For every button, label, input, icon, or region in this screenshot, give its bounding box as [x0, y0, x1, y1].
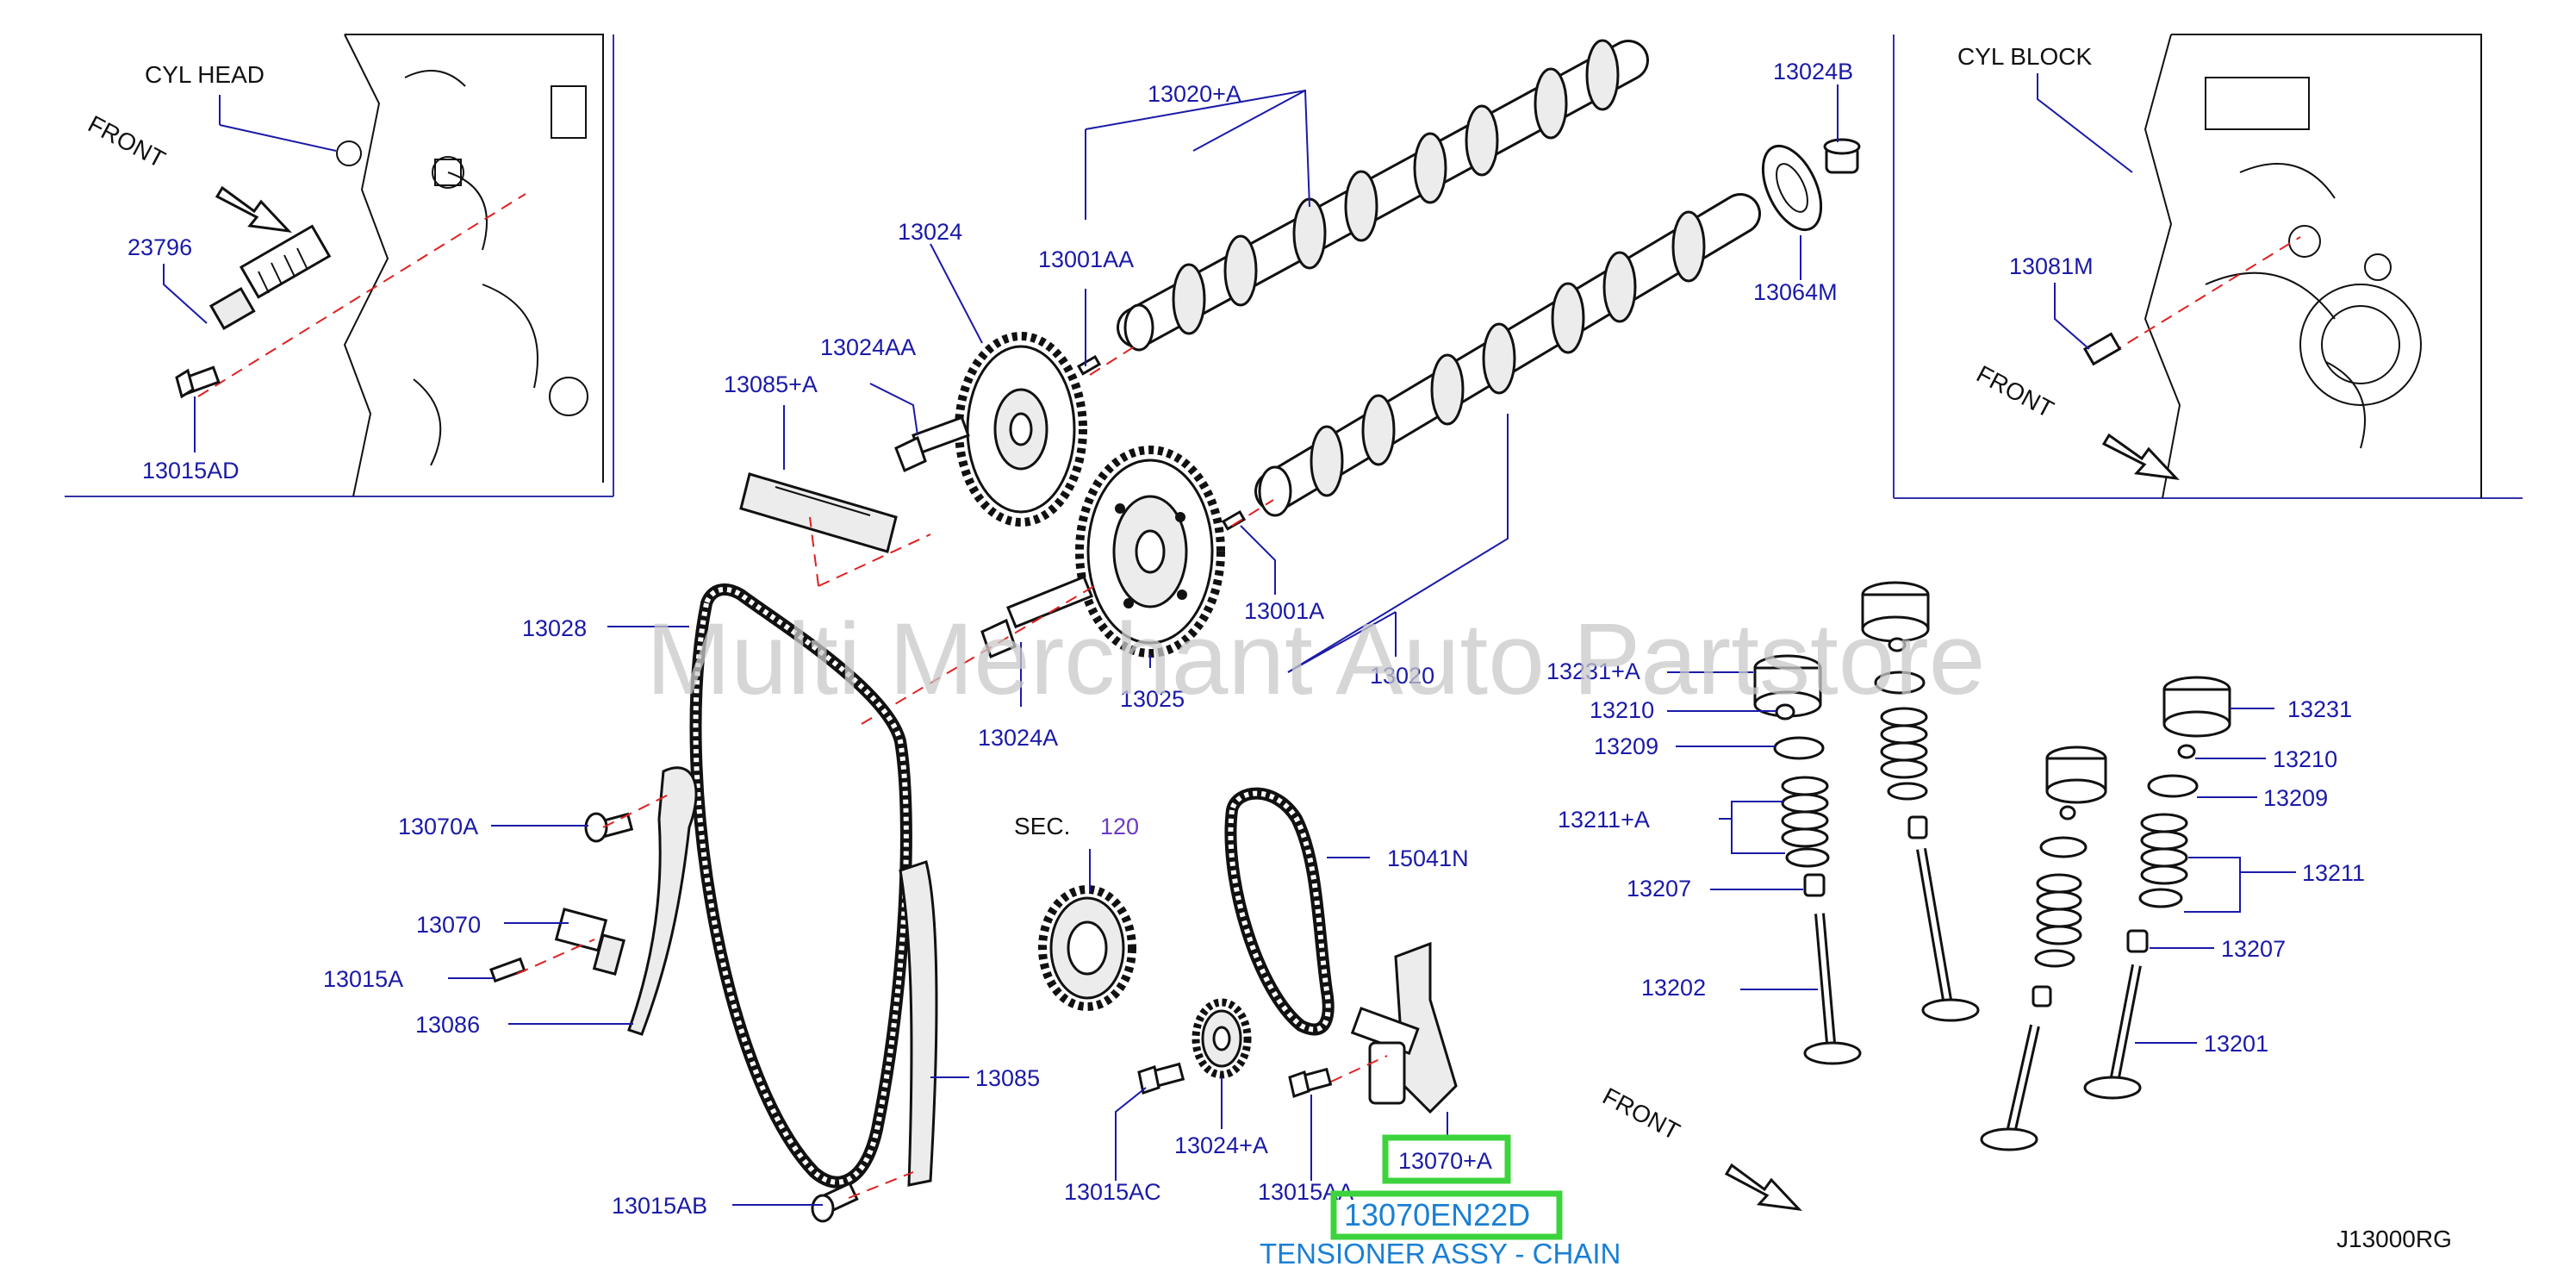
label-13070A[interactable]: 13070A — [398, 814, 478, 839]
highlight-label-13070pA[interactable]: 13070+A — [1398, 1148, 1492, 1174]
leader-lines — [448, 84, 2296, 1206]
plate-13064M[interactable] — [1752, 137, 1833, 239]
slack-guide-13086[interactable] — [627, 766, 698, 1036]
label-13070[interactable]: 13070 — [416, 912, 481, 938]
label-front-tr: FRONT — [1972, 360, 2058, 423]
label-13085[interactable]: 13085 — [975, 1065, 1040, 1091]
label-front-tl: FRONT — [84, 110, 170, 173]
inset-cyl-block: CYL BLOCK 13081M FRONT — [1893, 34, 2523, 499]
label-front-bottom: FRONT — [1598, 1082, 1684, 1145]
label-cyl-block: CYL BLOCK — [1957, 43, 2092, 70]
valve-train-right-inner[interactable] — [1980, 746, 2107, 1151]
bolt-13015AB[interactable] — [811, 1182, 859, 1223]
bolt-13015A[interactable] — [489, 957, 526, 983]
label-13085A[interactable]: 13085+A — [724, 371, 818, 397]
label-23796: 23796 — [128, 234, 192, 260]
label-13015A[interactable]: 13015A — [323, 966, 403, 992]
label-cyl-head: CYL HEAD — [145, 61, 264, 88]
bolt-13024AA[interactable] — [894, 415, 970, 473]
cam-sensor-23796[interactable] — [208, 224, 332, 331]
valve-train-center[interactable] — [1861, 581, 1980, 1022]
sprocket-13024A-lower[interactable] — [1192, 998, 1252, 1079]
tension-guide-13085[interactable] — [899, 860, 938, 1187]
part-labels: 13020+A 13024 13001AA 13024B 13064M 1302… — [323, 59, 2365, 1219]
highlight-description: TENSIONER ASSY - CHAIN — [1260, 1238, 1621, 1270]
label-13209-left[interactable]: 13209 — [1594, 733, 1658, 759]
label-13209-right[interactable]: 13209 — [2263, 785, 2328, 811]
label-13231[interactable]: 13231 — [2287, 696, 2352, 722]
guide-13085A[interactable] — [739, 472, 898, 553]
highlight-13070A[interactable]: 13070+A — [1382, 1134, 1511, 1184]
label-13015AB[interactable]: 13015AB — [612, 1193, 707, 1219]
valve-train-right[interactable] — [2083, 676, 2231, 1100]
front-arrow-icon — [215, 185, 292, 234]
vtc-sprocket-13025[interactable] — [1075, 446, 1225, 658]
chain-15041N[interactable] — [1224, 787, 1335, 1036]
camshaft-13020A[interactable] — [1117, 39, 1649, 352]
label-15041N[interactable]: 15041N — [1387, 845, 1469, 871]
front-arrow-icon — [2101, 433, 2180, 481]
highlight-part-number[interactable]: 13070EN22D — [1330, 1190, 1563, 1240]
label-sec-120[interactable]: 120 — [1100, 814, 1139, 839]
label-sec: SEC. — [1014, 813, 1070, 839]
bolt-13015AA[interactable] — [1288, 1067, 1333, 1098]
highlight-part-number-text[interactable]: 13070EN22D — [1344, 1197, 1530, 1232]
label-13024pA[interactable]: 13024+A — [1174, 1132, 1268, 1158]
label-13081M: 13081M — [2009, 253, 2094, 279]
watermark: Multi Merchant Auto Partstore — [646, 602, 1985, 716]
label-13201[interactable]: 13201 — [2204, 1031, 2268, 1057]
label-13064M[interactable]: 13064M — [1753, 279, 1838, 305]
dowel-13081M[interactable] — [2082, 332, 2122, 366]
label-13024B[interactable]: 13024B — [1773, 59, 1853, 84]
valve-train-left[interactable] — [1753, 654, 1862, 1065]
label-13015AD: 13015AD — [142, 458, 240, 484]
bolt-13015AC[interactable] — [1137, 1062, 1185, 1095]
bolt-13070A[interactable] — [584, 812, 634, 843]
label-13231A[interactable]: 13231+A — [1546, 658, 1640, 684]
label-13024AA[interactable]: 13024AA — [820, 334, 916, 360]
plug-13024B[interactable] — [1823, 138, 1861, 174]
label-13020[interactable]: 13020 — [1370, 663, 1434, 689]
label-13001AA[interactable]: 13001AA — [1038, 246, 1134, 272]
label-13211A[interactable]: 13211+A — [1558, 807, 1650, 833]
label-13025[interactable]: 13025 — [1120, 686, 1185, 712]
pin-13001AA[interactable] — [1076, 354, 1102, 376]
label-13015AC[interactable]: 13015AC — [1064, 1179, 1161, 1205]
label-13024A[interactable]: 13024A — [978, 725, 1058, 751]
label-13024[interactable]: 13024 — [898, 219, 962, 245]
label-13086[interactable]: 13086 — [415, 1012, 480, 1038]
label-13020A[interactable]: 13020+A — [1148, 81, 1241, 107]
bolt-13015AD[interactable] — [175, 365, 221, 399]
label-13210-right[interactable]: 13210 — [2273, 746, 2337, 772]
crank-sprocket-sec120[interactable] — [1038, 885, 1136, 1011]
front-arrow-icon — [1724, 1163, 1802, 1212]
label-13207-right[interactable]: 13207 — [2221, 936, 2286, 962]
sprocket-13024[interactable] — [955, 332, 1087, 527]
label-13211[interactable]: 13211 — [2302, 860, 2365, 886]
diagram-code: J13000RG — [2336, 1226, 2452, 1252]
label-13001A[interactable]: 13001A — [1244, 598, 1324, 624]
label-13207-left[interactable]: 13207 — [1627, 876, 1691, 902]
camshaft-13020[interactable] — [1254, 193, 1761, 517]
tensioner-13070A[interactable] — [1350, 941, 1458, 1114]
label-13210-left[interactable]: 13210 — [1590, 697, 1654, 723]
chain-13028[interactable] — [689, 583, 912, 1189]
label-13028[interactable]: 13028 — [522, 615, 587, 641]
label-13202[interactable]: 13202 — [1641, 975, 1706, 1001]
inset-cyl-head: CYL HEAD FRONT 23796 13015AD — [65, 34, 614, 497]
